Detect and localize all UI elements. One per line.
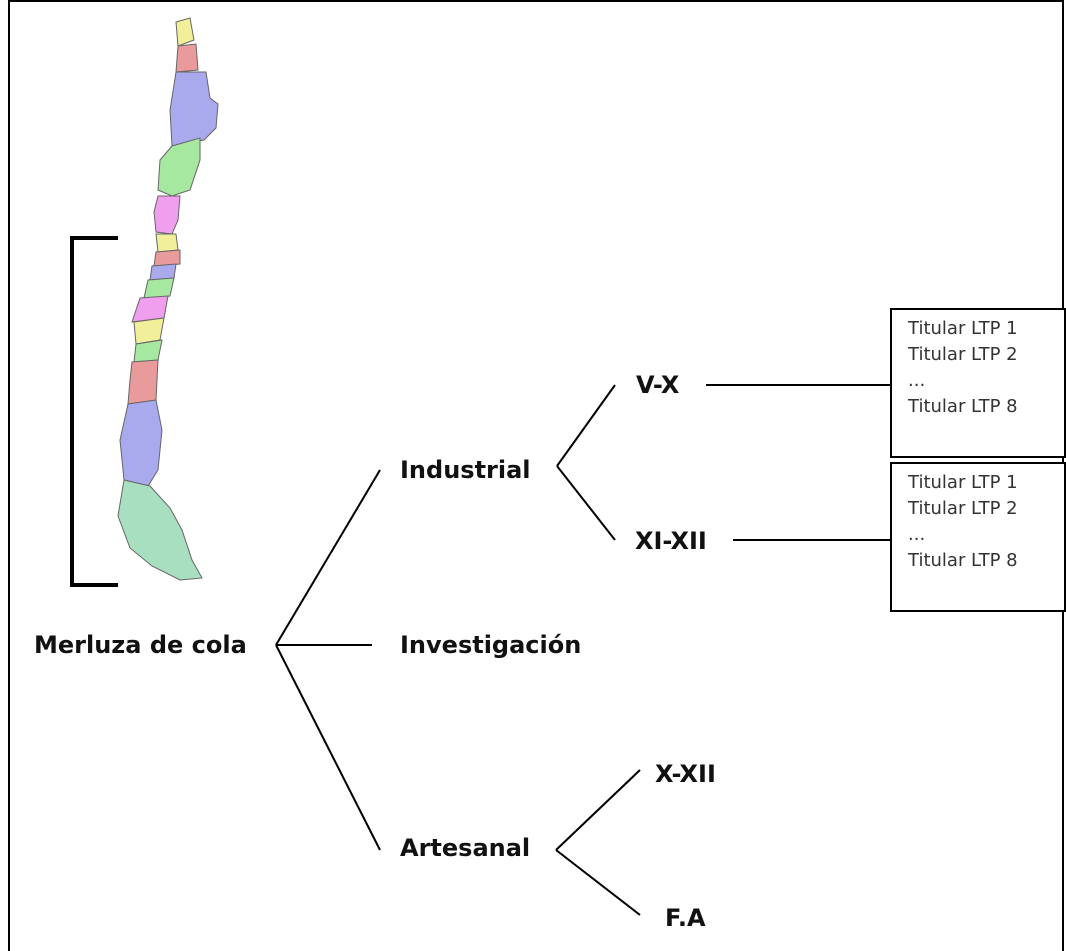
zone-fa: F.A [665, 904, 706, 932]
root-label: Merluza de cola [34, 631, 247, 659]
map-region-3 [169, 71, 219, 147]
map-region-8 [149, 263, 177, 281]
map-region-4 [157, 137, 201, 197]
ltp-item: Titular LTP 8 [908, 396, 1018, 417]
map-region-9 [143, 277, 175, 299]
map-region-14 [119, 399, 163, 487]
map-region-7 [153, 249, 181, 267]
branch-industrial: Industrial [400, 456, 531, 484]
tree-connectors [275, 384, 890, 916]
ltp-item: Titular LTP 1 [908, 318, 1018, 339]
ltp-item: Titular LTP 1 [908, 472, 1018, 493]
zone-x-xii: X-XII [655, 760, 716, 788]
ltp-box-xi-xii: Titular LTP 1 Titular LTP 2 ... Titular … [890, 462, 1066, 612]
ltp-box-v-x: Titular LTP 1 Titular LTP 2 ... Titular … [890, 308, 1066, 458]
map-region-15 [117, 479, 203, 581]
zone-v-x: V-X [636, 371, 680, 399]
branch-artesanal: Artesanal [400, 834, 531, 862]
chile-map [117, 17, 219, 581]
zone-xi-xii: XI-XII [635, 527, 707, 555]
map-region-1 [175, 17, 195, 47]
map-region-13 [127, 359, 159, 405]
branch-investigacion: Investigación [400, 631, 582, 659]
map-region-5 [153, 195, 181, 235]
map-region-6 [155, 233, 179, 253]
ltp-item: ... [908, 524, 926, 545]
connector-industrial-xixii [556, 465, 616, 541]
connector-root-industrial [275, 469, 381, 646]
ltp-item: ... [908, 370, 926, 391]
connector-artesanal-xxii [555, 769, 641, 851]
region-bracket [70, 236, 118, 587]
ltp-item: Titular LTP 8 [908, 550, 1018, 571]
connector-industrial-vx [556, 384, 616, 467]
map-region-2 [175, 43, 199, 73]
connector-root-artesanal [275, 644, 381, 851]
ltp-item: Titular LTP 2 [908, 498, 1018, 519]
ltp-item: Titular LTP 2 [908, 344, 1018, 365]
connector-artesanal-fa [555, 849, 641, 916]
map-region-12 [133, 339, 163, 363]
